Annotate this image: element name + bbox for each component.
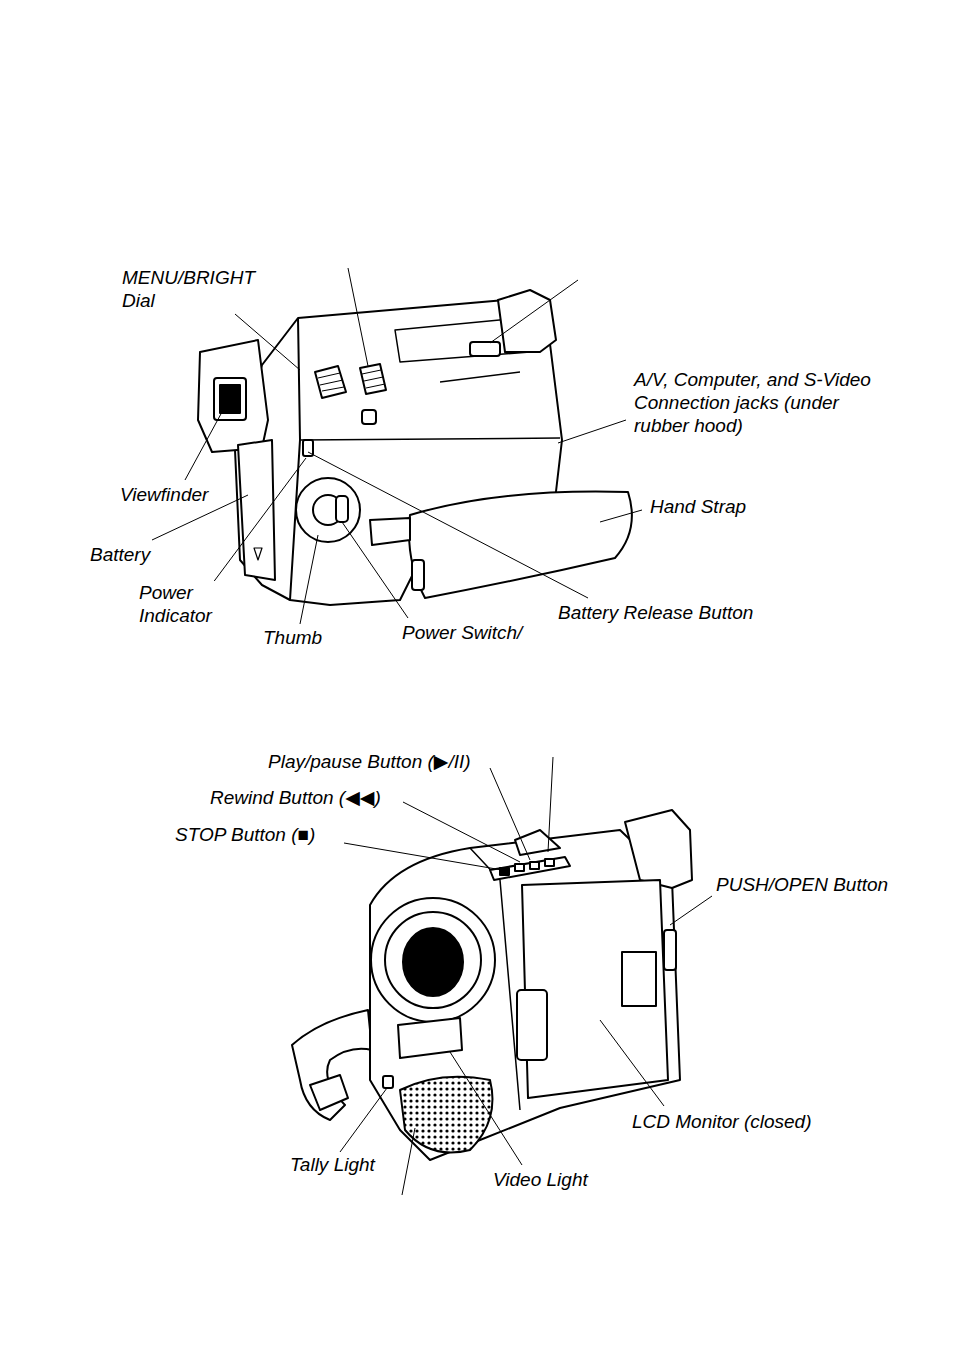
part-label: Power Switch/ bbox=[400, 621, 524, 644]
part-label: MENU/BRIGHT Dial bbox=[120, 266, 264, 312]
part-label: PUSH/OPEN Button bbox=[714, 873, 890, 896]
part-label: Play/pause Button (▶/II) bbox=[266, 750, 473, 773]
leader-lines bbox=[152, 268, 712, 1195]
part-label: Power Indicator bbox=[137, 581, 236, 627]
part-label: A/V, Computer, and S-Video Connection ja… bbox=[632, 368, 881, 437]
part-label: Hand Strap bbox=[648, 495, 748, 518]
part-label: Tally Light bbox=[288, 1153, 377, 1176]
part-label: Video Light bbox=[491, 1168, 590, 1191]
part-label: Thumb bbox=[261, 626, 324, 649]
part-label: Rewind Button (◀◀) bbox=[208, 786, 383, 809]
part-label: Viewfinder bbox=[118, 483, 210, 506]
part-label: STOP Button (■) bbox=[173, 823, 317, 846]
part-label: Battery bbox=[88, 543, 152, 566]
part-label: LCD Monitor (closed) bbox=[630, 1110, 814, 1133]
part-label: Battery Release Button bbox=[556, 601, 755, 624]
